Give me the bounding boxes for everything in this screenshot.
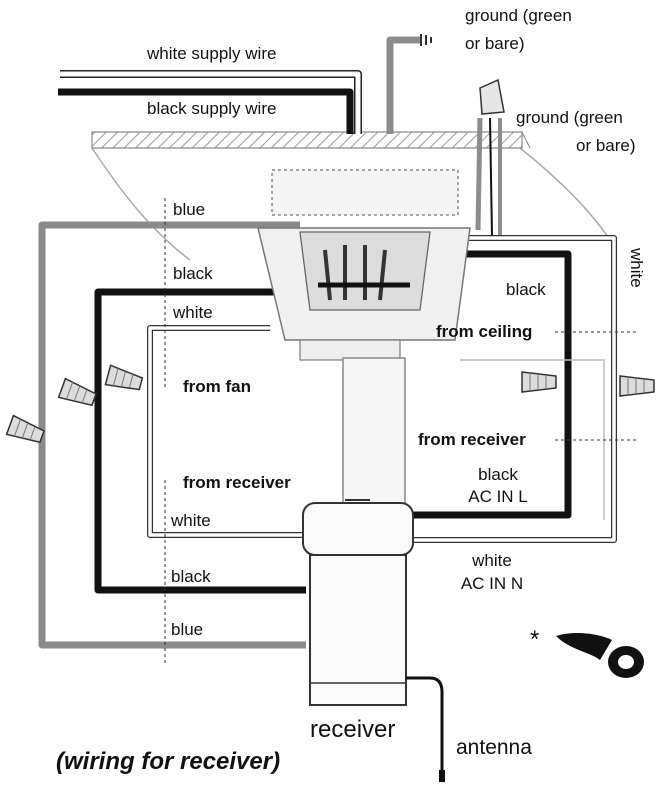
wire-nuts xyxy=(5,364,655,444)
wire-nut-icon xyxy=(104,364,144,391)
ground-wire-right xyxy=(475,78,505,237)
wire-nut-icon xyxy=(521,371,557,393)
white-lower-label: white xyxy=(171,511,211,530)
wire-nut-icon xyxy=(619,375,655,397)
from-ceiling-label: from ceiling xyxy=(436,322,533,341)
ground-right-label-line1: ground (green xyxy=(516,108,623,127)
ground-top-label-line2: or bare) xyxy=(465,34,525,53)
electrical-tape-icon xyxy=(556,633,644,678)
black-lower-label: black xyxy=(171,567,211,586)
wire-nut-icon xyxy=(57,377,97,407)
black-ac-in-l-label-line2: AC IN L xyxy=(468,487,528,506)
ground-wire-top xyxy=(386,34,432,134)
white-ac-in-n-label-line2: AC IN N xyxy=(460,574,524,593)
ground-top-label-line1: ground (green xyxy=(465,6,572,25)
wire-nut-icon xyxy=(479,78,505,115)
leader-lines xyxy=(164,198,636,665)
black-left-label: black xyxy=(173,264,213,283)
antenna-tip xyxy=(439,770,445,782)
supply-wires xyxy=(58,70,362,134)
white-ac-in-n-label-line1: white xyxy=(472,551,512,570)
ceiling-outline xyxy=(91,131,611,261)
ceiling-joist xyxy=(91,131,523,149)
ground-symbol-icon xyxy=(420,34,432,46)
black-right-label: black xyxy=(506,280,546,299)
from-receiver-left-label: from receiver xyxy=(183,473,291,492)
receiver-label: receiver xyxy=(310,716,396,743)
antenna-label: antenna xyxy=(456,736,532,759)
white-left-label: white xyxy=(173,303,213,322)
black-supply-wire-label: black supply wire xyxy=(147,99,277,118)
canopy xyxy=(257,169,471,361)
blue-lower-label: blue xyxy=(171,620,204,639)
from-fan-label: from fan xyxy=(183,377,251,396)
ground-right-label-line2: or bare) xyxy=(576,136,636,155)
diagram-caption: (wiring for receiver) xyxy=(56,748,281,775)
white-right-vertical-label: white xyxy=(627,248,646,288)
from-receiver-right-label: from receiver xyxy=(418,430,526,449)
blue-top-label: blue xyxy=(173,200,206,219)
white-supply-wire-label: white supply wire xyxy=(147,44,277,63)
receiver-unit xyxy=(302,499,414,706)
antenna-wire xyxy=(406,676,444,775)
downrod xyxy=(342,357,406,507)
asterisk-label: * xyxy=(530,626,540,653)
black-ac-in-l-label-line1: black xyxy=(478,465,518,484)
wire-nut-icon xyxy=(5,414,45,444)
